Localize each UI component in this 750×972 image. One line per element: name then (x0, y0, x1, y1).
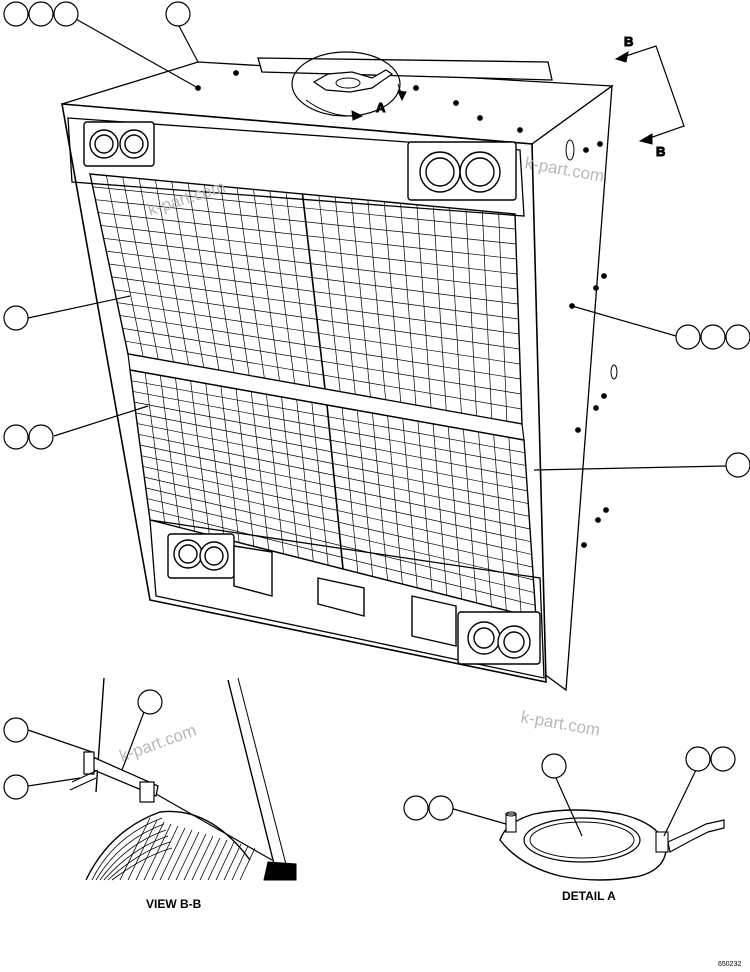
top-back-box (257, 57, 553, 81)
detail-a-caption: DETAIL A (562, 889, 616, 903)
grille-slat (144, 476, 533, 568)
grille-slat (122, 327, 522, 395)
callout-balloon (137, 689, 163, 715)
fan-hatch-line (135, 821, 165, 881)
fan-hatch-line (127, 819, 158, 881)
grille-slat (114, 289, 520, 350)
view-bb-caption: VIEW B-B (146, 897, 202, 911)
section-bb-arrows: B B (614, 34, 685, 160)
callout-balloon (725, 452, 750, 478)
fan-hatch-line (151, 825, 179, 881)
fan-hatch-line (159, 827, 186, 881)
grille-slat (119, 315, 521, 380)
upper-grille-lines (92, 175, 522, 422)
callout-balloon (3, 305, 29, 331)
grille-slat (142, 466, 532, 555)
fan-shroud-ring (95, 823, 165, 881)
filler-cap-bracket (312, 69, 394, 93)
fan-blade-hatch (91, 817, 256, 881)
grille-slat (138, 433, 530, 517)
ports (83, 121, 541, 665)
cap-opening (523, 817, 641, 863)
grille-slat (117, 302, 521, 365)
fan-shroud-ring (107, 841, 171, 881)
watermark-3: k-part.com (117, 720, 199, 765)
fan-hatch-line (167, 829, 193, 881)
center-access-cover (317, 577, 365, 617)
fan-hatch-line (183, 833, 207, 881)
right-access-cover (411, 595, 457, 647)
callout-balloon (28, 1, 54, 27)
drawing-number: 650232 (718, 961, 741, 968)
grille-slat (145, 487, 534, 581)
fan-hatch-line (175, 831, 200, 881)
fan-hatch-line (239, 847, 256, 881)
cap-latch-handle (667, 819, 725, 853)
grille-panels (89, 173, 537, 619)
callout-balloon (710, 746, 736, 772)
fan-hatch-line (223, 843, 242, 881)
grille-slat (108, 263, 519, 320)
filler-cap-hole (335, 77, 361, 89)
callout-balloon (28, 424, 54, 450)
bottom-band (149, 519, 545, 679)
grille-slat (100, 225, 518, 275)
callout-balloon (541, 753, 567, 779)
grille-slat (137, 423, 529, 504)
section-b-letter-bottom: B (656, 144, 665, 159)
callout-balloon (53, 1, 79, 27)
fan-shroud-ring (91, 817, 163, 881)
lower-grille-lines (131, 372, 536, 615)
grille-slat (132, 391, 526, 466)
view-a-arrow: A (305, 83, 407, 121)
view-a-letter-main: A (376, 100, 386, 115)
callout-balloon (165, 1, 191, 27)
grille-slat (147, 498, 535, 593)
grille-slat (103, 237, 518, 290)
grille-slat (148, 508, 536, 606)
grille-slat (139, 444, 531, 530)
callout-balloon (3, 774, 29, 800)
callout-balloon (725, 324, 750, 350)
fan-hatch-line (191, 835, 214, 881)
grille-slat (141, 455, 531, 543)
detail-a: DETAIL A (403, 746, 736, 903)
fan-hatch-line (199, 837, 221, 881)
callout-balloon (3, 424, 29, 450)
grille-slat (131, 380, 525, 454)
callout-balloon (675, 324, 701, 350)
callout-balloon (3, 1, 29, 27)
top-details (195, 51, 618, 548)
fan-shroud-ring (103, 835, 169, 881)
callouts (3, 1, 750, 478)
fan-hatch-line (215, 841, 235, 881)
left-access-cover (233, 545, 273, 597)
grille-slat (134, 401, 527, 479)
fan-hatch-line (231, 845, 249, 881)
top-header-band (67, 117, 525, 217)
callout-balloon (685, 746, 711, 772)
grille-slat (135, 412, 528, 492)
callout-balloon (3, 717, 29, 743)
grille-slat (92, 186, 516, 230)
view-bb: VIEW B-B (3, 677, 297, 911)
grille-slat (111, 276, 520, 335)
fan-hatch-line (143, 823, 172, 881)
fan-shroud-arc (85, 810, 251, 881)
callout-balloon (428, 795, 454, 821)
fan-shroud-ring (99, 829, 167, 881)
grille-slat (125, 340, 522, 410)
section-b-letter-top: B (624, 34, 633, 49)
fan-hatch-line (207, 839, 228, 881)
callout-balloon (700, 324, 726, 350)
grille-slat (106, 250, 519, 305)
callout-balloon (403, 795, 429, 821)
grille-slat (98, 212, 517, 260)
grille-slat (95, 199, 517, 245)
watermark-4: k-part.com (519, 707, 601, 740)
fan-hatch-line (119, 817, 151, 881)
fan-shroud-ring (111, 847, 173, 881)
